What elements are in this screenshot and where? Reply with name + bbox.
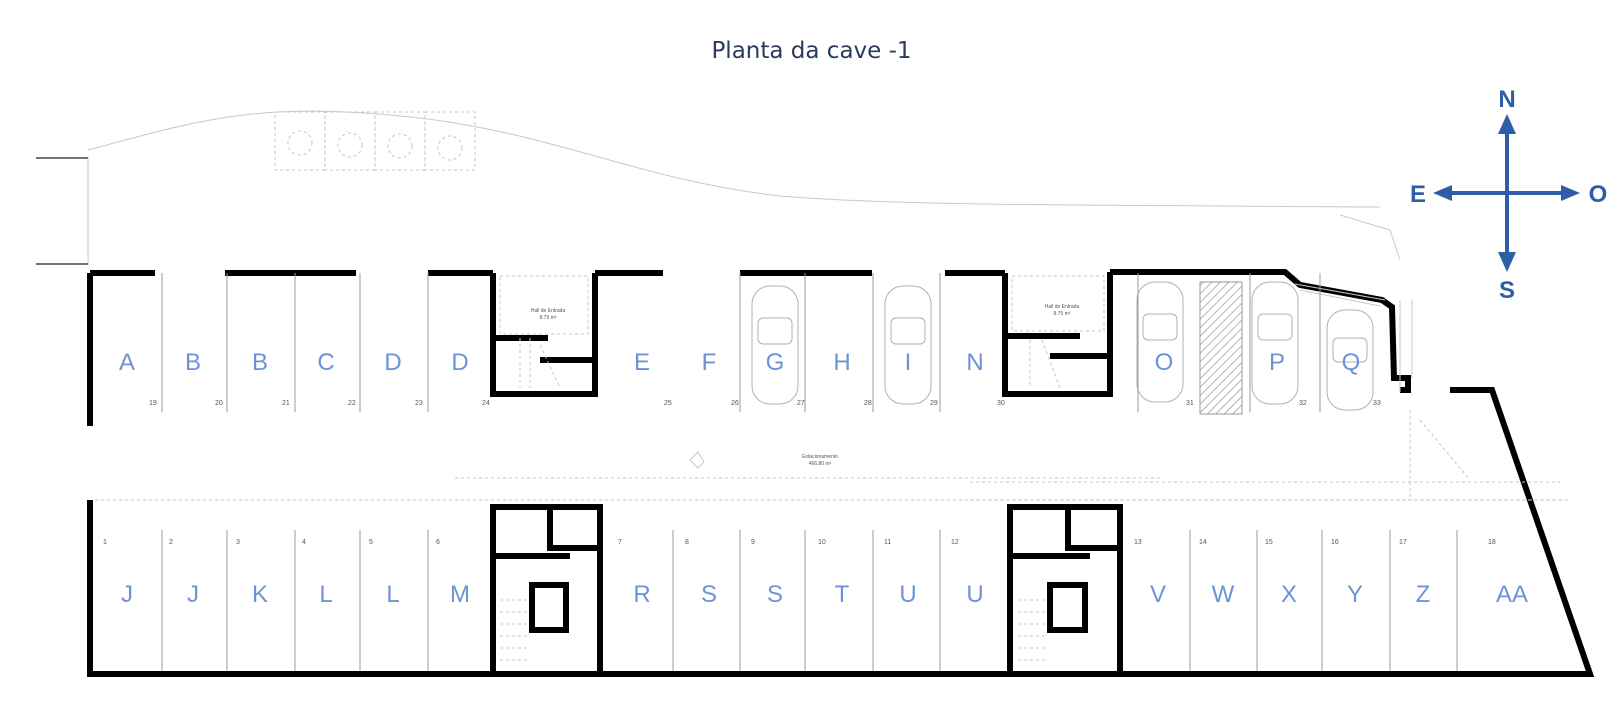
- stall-number-bottom: 13: [1134, 539, 1142, 546]
- stall-number-top: 33: [1373, 400, 1381, 407]
- top-core-right: Hall de Entrada 8.75 m²: [1002, 272, 1113, 397]
- stall-number-top: 32: [1299, 400, 1307, 407]
- stall-number-bottom: 11: [884, 539, 891, 546]
- stall-label-top: G: [766, 349, 785, 376]
- stall-label-top: B: [185, 349, 201, 376]
- stall-label-top: D: [451, 349, 468, 376]
- compass-north: N: [1498, 86, 1515, 113]
- stall-label-bottom: Y: [1347, 581, 1363, 608]
- stall-label-top: D: [384, 349, 401, 376]
- stall-label-bottom: K: [252, 581, 268, 608]
- stall-label-top: E: [634, 349, 650, 376]
- hall-area-left: 8.75 m²: [540, 315, 557, 321]
- parking-area: 466.80 m²: [809, 461, 832, 467]
- stall-number-bottom: 9: [751, 539, 755, 546]
- ramp-marks: [95, 410, 1570, 501]
- stall-label-bottom: L: [319, 581, 332, 608]
- stall-number-bottom: 7: [618, 539, 622, 546]
- stall-label-top: P: [1269, 349, 1285, 376]
- stall-label-top: A: [119, 349, 135, 376]
- hall-label-right: Hall de Entrada: [1045, 304, 1080, 310]
- stall-label-bottom: J: [187, 581, 199, 608]
- planter-boxes: [274, 111, 476, 171]
- stall-number-top: 29: [930, 400, 938, 407]
- plan-title: Planta da cave -1: [711, 38, 912, 64]
- stall-number-bottom: 5: [369, 539, 373, 546]
- compass-east: E: [1410, 181, 1426, 208]
- stall-label-bottom: X: [1281, 581, 1297, 608]
- stall-number-bottom: 4: [302, 539, 306, 546]
- stall-label-top: F: [702, 349, 717, 376]
- stall-number-bottom: 8: [685, 539, 689, 546]
- stall-label-bottom: V: [1150, 581, 1166, 608]
- stall-number-top: 19: [149, 400, 157, 407]
- stall-labels: A19B20B21C22D23D24E25F26G27H28I29N30O31P…: [103, 349, 1528, 608]
- stall-label-top: N: [966, 349, 983, 376]
- stall-label-top: I: [905, 349, 912, 376]
- stall-label-bottom: U: [966, 581, 983, 608]
- stall-label-bottom: M: [450, 581, 470, 608]
- stall-label-bottom: J: [121, 581, 133, 608]
- bottom-core-left: [490, 504, 603, 674]
- car-drawings: [751, 281, 1374, 411]
- stall-number-top: 27: [797, 400, 805, 407]
- stall-label-top: O: [1155, 349, 1174, 376]
- hatched-shaft: [1199, 281, 1243, 415]
- compass-south: S: [1499, 277, 1515, 304]
- outer-walls: [87, 269, 1595, 677]
- stall-label-bottom: S: [701, 581, 717, 608]
- stall-label-bottom: L: [386, 581, 399, 608]
- stall-number-top: 31: [1186, 400, 1194, 407]
- stall-label-bottom: U: [899, 581, 916, 608]
- stall-number-top: 26: [731, 400, 739, 407]
- stall-number-top: 20: [215, 400, 223, 407]
- hall-area-right: 8.75 m²: [1054, 311, 1071, 317]
- site-outline: [36, 110, 1401, 266]
- stall-number-bottom: 15: [1265, 539, 1273, 546]
- parking-label: Estacionamento: [802, 454, 838, 460]
- bottom-core-right: [1007, 504, 1123, 674]
- stall-label-top: H: [833, 349, 850, 376]
- stall-number-bottom: 10: [818, 539, 826, 546]
- stall-label-bottom: T: [835, 581, 850, 608]
- stall-label-bottom: AA: [1496, 581, 1528, 608]
- stall-number-top: 28: [864, 400, 872, 407]
- stall-dividers: [161, 273, 1458, 671]
- stall-number-top: 23: [415, 400, 423, 407]
- stall-number-bottom: 17: [1399, 539, 1407, 546]
- hall-label-left: Hall de Entrada: [531, 308, 566, 314]
- stall-number-top: 22: [348, 400, 356, 407]
- top-core-left: Hall de Entrada 8.75 m²: [490, 273, 598, 397]
- stall-number-bottom: 6: [436, 539, 440, 546]
- stall-label-top: Q: [1342, 349, 1361, 376]
- stall-number-bottom: 2: [169, 539, 173, 546]
- stall-number-bottom: 1: [103, 539, 107, 546]
- stall-number-top: 25: [664, 400, 672, 407]
- stall-number-top: 24: [482, 400, 490, 407]
- compass-rose: N S E O: [1410, 86, 1607, 304]
- stall-number-top: 21: [282, 400, 290, 407]
- stall-number-bottom: 3: [236, 539, 240, 546]
- stall-label-top: C: [317, 349, 334, 376]
- stall-label-bottom: R: [633, 581, 650, 608]
- stall-number-bottom: 18: [1488, 539, 1496, 546]
- stall-number-top: 30: [997, 400, 1005, 407]
- stall-label-top: B: [252, 349, 268, 376]
- stall-number-bottom: 16: [1331, 539, 1339, 546]
- stall-number-bottom: 12: [951, 539, 959, 546]
- stall-label-bottom: Z: [1416, 581, 1431, 608]
- stall-label-bottom: S: [767, 581, 783, 608]
- stall-label-bottom: W: [1212, 581, 1235, 608]
- stall-number-bottom: 14: [1199, 539, 1207, 546]
- compass-west: O: [1589, 181, 1608, 208]
